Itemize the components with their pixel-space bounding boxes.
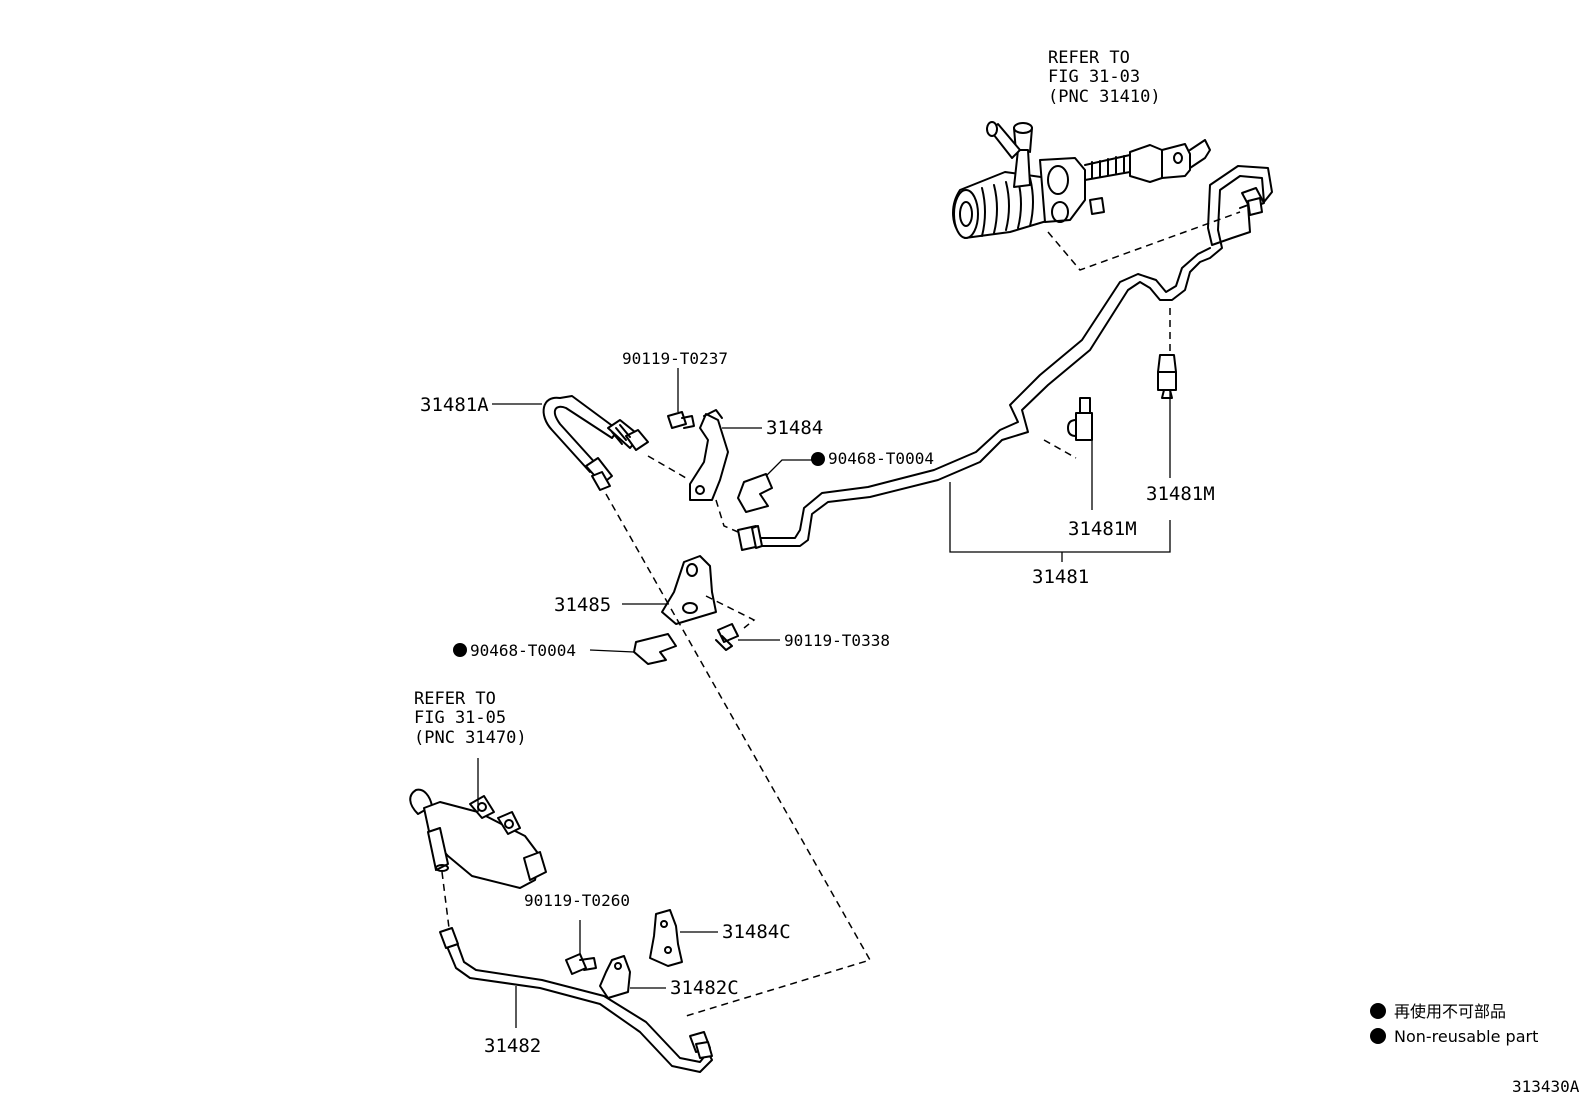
label-90119-t0237: 90119-T0237 (622, 349, 728, 368)
reference-release-cylinder: REFER TO FIG 31-05 (PNC 31470) (414, 689, 527, 748)
release-cylinder-drawing (409, 788, 547, 889)
reference-master-cylinder: REFER TO FIG 31-03 (PNC 31410) (1048, 48, 1161, 107)
label-31482: 31482 (484, 1035, 541, 1057)
figure-code: 313430A (1512, 1077, 1580, 1096)
legend-text-jp: 再使用不可部品 (1394, 1002, 1506, 1021)
label-31484c: 31484C (722, 921, 791, 943)
bolt-90119-t0338 (715, 623, 739, 651)
clip-90468-t0004-a (737, 473, 773, 513)
pipe-clamp-31481m-left (1067, 397, 1093, 441)
clutch-pipe-31481 (737, 165, 1273, 551)
label-31481: 31481 (1032, 566, 1089, 588)
clutch-pipe-31482 (439, 927, 713, 1073)
clamp-31482c (599, 955, 631, 999)
pipe-clamp-31481m-right (1157, 354, 1177, 399)
label-90119-t0338: 90119-T0338 (784, 631, 890, 650)
label-90468-t0004-a: 90468-T0004 (828, 449, 934, 468)
label-31484: 31484 (766, 417, 823, 439)
bolt-90119-t0237 (667, 411, 695, 429)
ref-master-line-2: FIG 31-03 (1048, 67, 1140, 87)
bracket-31485 (661, 555, 717, 625)
clamp-connection-line-2 (1043, 439, 1077, 459)
label-31481a: 31481A (420, 394, 489, 416)
leader-90468-t0004-a (765, 459, 812, 477)
bracket-31484 (689, 409, 729, 501)
legend-text-en: Non-reusable part (1394, 1027, 1538, 1046)
label-90468-t0004-b: 90468-T0004 (470, 641, 576, 660)
hose-to-lower-pipe-line (605, 493, 872, 1017)
legend: 再使用不可部品 Non-reusable part (1370, 1002, 1538, 1046)
label-31481m-b: 31481M (1146, 483, 1215, 505)
clip-90468-t0004-b (633, 633, 677, 665)
label-90119-t0260: 90119-T0260 (524, 891, 630, 910)
bracket-31484c (649, 909, 683, 967)
release-cylinder-connection-line (441, 871, 451, 937)
label-31485: 31485 (554, 594, 611, 616)
nonreusable-mark-b (453, 643, 467, 657)
master-cylinder-connection-line (1047, 211, 1241, 271)
nonreusable-mark-a (811, 452, 825, 466)
label-31481m-a: 31481M (1068, 518, 1137, 540)
ref-release-line-3: (PNC 31470) (414, 728, 527, 748)
ref-master-line-1: REFER TO (1048, 48, 1130, 68)
legend-dot-1 (1370, 1003, 1386, 1019)
ref-master-line-3: (PNC 31410) (1048, 87, 1161, 107)
label-31482c: 31482C (670, 977, 739, 999)
legend-dot-2 (1370, 1028, 1386, 1044)
flexible-hose-31481a (542, 395, 649, 491)
ref-release-line-1: REFER TO (414, 689, 496, 709)
bolt-90119-t0260 (565, 953, 597, 975)
master-cylinder-drawing (952, 121, 1211, 239)
hose-connection-line (647, 455, 687, 479)
bracket-connection-line (715, 499, 739, 533)
bracket-31481 (949, 482, 1171, 553)
leader-90468-t0004-b (589, 649, 635, 653)
bracket-bolt-line (705, 595, 756, 629)
ref-release-line-2: FIG 31-05 (414, 708, 506, 728)
